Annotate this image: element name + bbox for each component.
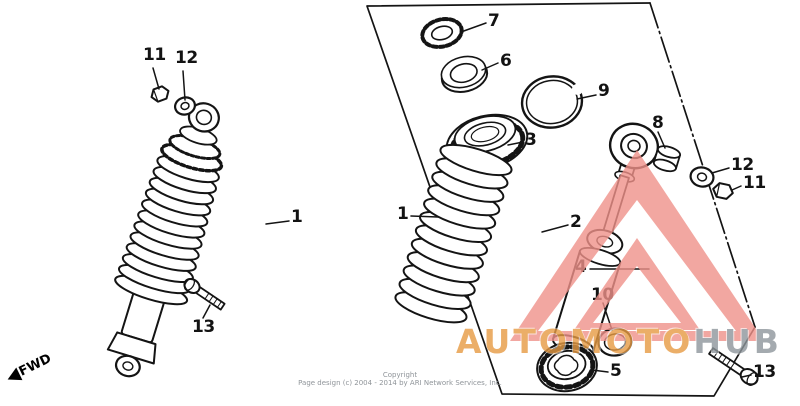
callout-1-left: 1	[291, 207, 303, 227]
callout-11-right: 11	[743, 173, 766, 193]
rubber-ring	[440, 55, 489, 93]
mounting-nut-right	[712, 182, 734, 200]
callout-12-right: 12	[731, 155, 754, 175]
collar-ring	[597, 327, 633, 357]
washer-right	[689, 166, 715, 188]
washer-left	[173, 96, 197, 116]
copyright-line1: Copyright	[382, 371, 418, 379]
assembled-spring-coils	[114, 154, 220, 306]
callout-10: 10	[591, 285, 614, 305]
lower-spring-seat	[536, 341, 598, 393]
shock-absorber-assembly	[106, 102, 224, 378]
callout-5: 5	[610, 361, 622, 381]
callout-3: 3	[525, 130, 537, 150]
lower-mount-bolt-right	[708, 347, 759, 386]
coil-spring	[394, 143, 513, 324]
copyright-line2: Page design (c) 2004 - 2014 by ARI Netwo…	[298, 379, 502, 387]
callout-4: 4	[575, 257, 587, 277]
callout-2: 2	[570, 212, 582, 232]
mounting-nut-left	[150, 85, 170, 103]
callout-9: 9	[598, 81, 610, 101]
lower-mount-bolt-left	[183, 277, 226, 311]
callout-1-panel: 1	[397, 204, 409, 224]
callout-13-right: 13	[753, 362, 776, 382]
spring-seat-stopper	[420, 17, 464, 49]
callout-12-left: 12	[175, 48, 198, 68]
circlip	[520, 75, 584, 129]
callout-8: 8	[652, 113, 664, 133]
callout-11-left: 11	[143, 45, 166, 65]
callout-7: 7	[488, 11, 500, 31]
copyright-notice: Copyright Page design (c) 2004 - 2014 by…	[250, 371, 550, 387]
callout-13-left: 13	[192, 317, 215, 337]
callout-6: 6	[500, 51, 512, 71]
